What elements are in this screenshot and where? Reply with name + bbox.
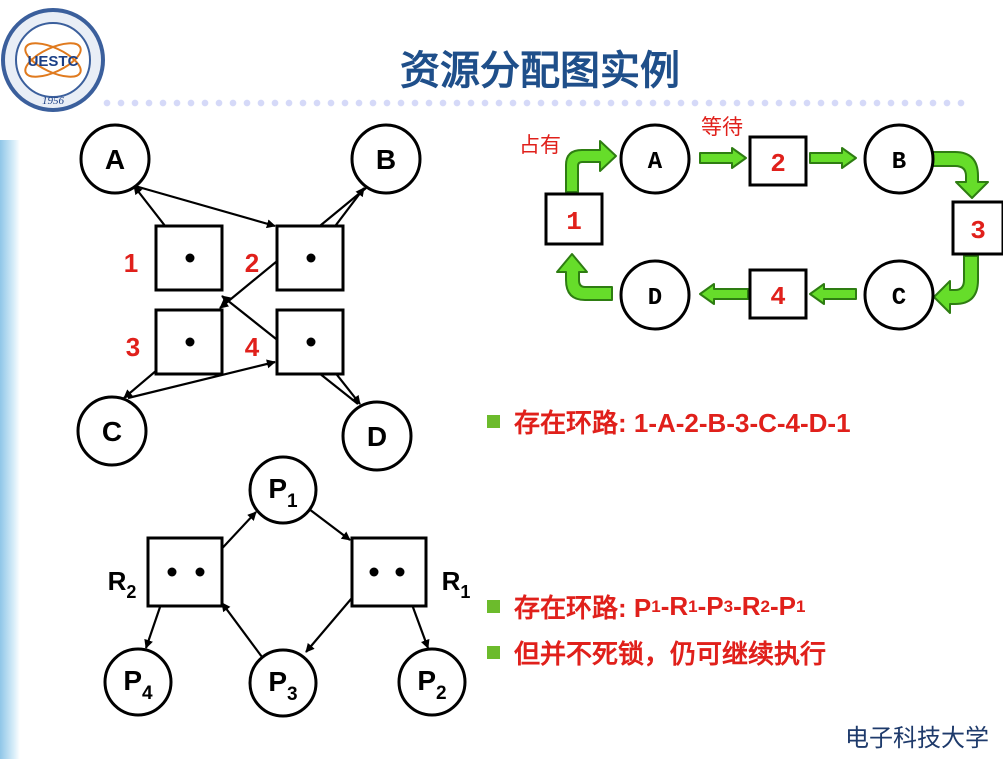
cycle-resource-2 [748, 135, 808, 187]
resource-label-r1: R1 [442, 566, 471, 602]
svg-text:UESTC: UESTC [28, 53, 79, 70]
process-label-D: D [367, 421, 387, 452]
cycle-resource-3 [951, 200, 1003, 256]
label-hold: 占有 [519, 134, 561, 157]
cycle-resource-label-2: 2 [770, 149, 786, 179]
wait-arrow-a-to-2 [699, 147, 747, 169]
resource-instance-dot [395, 567, 405, 577]
process-node-p2 [397, 647, 467, 717]
resource-label-1: 1 [124, 248, 138, 278]
note-line: 但并不死锁，仍可继续执行 [487, 634, 826, 671]
resource-label-2: 2 [245, 248, 259, 278]
resource-instance-dot [185, 253, 195, 263]
resource-instance-dot [185, 337, 195, 347]
resource-instance-dot [369, 567, 379, 577]
svg-text:1956: 1956 [42, 95, 65, 107]
resource-instance-dot [306, 253, 316, 263]
hold-arrow-4-to-c [809, 283, 857, 305]
cycle-resource-label-4: 4 [770, 282, 786, 312]
note-text: -R [733, 591, 761, 621]
hold-arrow-1-to-a [565, 140, 617, 193]
resource-box-r2 [146, 536, 224, 608]
page-title: 资源分配图实例 [400, 49, 680, 93]
note-subscript: 1 [795, 596, 806, 616]
note-text: -R [660, 591, 689, 621]
footer-text: 电子科技大学 [845, 725, 989, 752]
left-decor-band [0, 140, 20, 759]
process-label-p1: P1 [268, 473, 298, 512]
cycle-resource-1 [544, 192, 604, 246]
process-node-D [341, 400, 413, 472]
bullet-marker [487, 415, 500, 428]
resource-label-4: 4 [245, 332, 260, 362]
wait-arrow-d-to-4 [699, 283, 749, 305]
note-subscript: 3 [723, 596, 734, 616]
wait-arrow-d-to-1 [556, 253, 613, 301]
hold-arrow-2-to-b [809, 147, 857, 169]
process-node-C [76, 395, 148, 467]
dotted-divider [100, 96, 968, 110]
resource-instance-dot [167, 567, 177, 577]
resource-instance-dot [195, 567, 205, 577]
note-line: 存在环路: 1-A-2-B-3-C-4-D-1 [487, 403, 851, 440]
cycle-process-label-A: A [648, 149, 663, 176]
hold-arrow-3-to-c [933, 255, 979, 314]
process-label-p2: P2 [417, 665, 446, 704]
cycle-process-B [863, 123, 935, 195]
edge-p1-to-r1 [308, 508, 351, 541]
bullet-marker [487, 646, 500, 659]
cycle-process-label-C: C [892, 285, 906, 312]
process-label-p3: P3 [268, 666, 297, 705]
cycle-process-D [619, 259, 691, 331]
bullet-marker [487, 600, 500, 613]
resource-box-r1 [350, 536, 428, 608]
note-text: -P [769, 591, 796, 621]
edge-a-to-r2 [134, 184, 276, 229]
process-node-A [79, 123, 151, 195]
note-text: 但并不死锁，仍可继续执行 [514, 639, 827, 669]
cycle-resource-label-3: 3 [970, 216, 986, 246]
note-text: -P [697, 591, 724, 621]
wait-arrow-b-to-3 [931, 151, 989, 199]
note-text: 存在环路: P [514, 593, 652, 623]
process-label-B: B [376, 144, 396, 175]
cycle-resource-label-1: 1 [566, 207, 582, 237]
process-node-p1 [248, 455, 318, 525]
resource-box-3 [154, 308, 224, 376]
resource-label-3: 3 [126, 332, 140, 362]
process-label-C: C [102, 416, 122, 447]
uestc-logo: UESTC 1956 [1, 8, 105, 112]
label-wait: 等待 [701, 116, 743, 139]
process-node-p3 [248, 648, 318, 718]
note-subscript: 1 [688, 596, 698, 616]
cycle-process-label-B: B [892, 149, 906, 176]
resource-instance-dot [306, 337, 316, 347]
note-subscript: 1 [651, 596, 661, 616]
cycle-process-A [619, 123, 691, 195]
cycle-resource-4 [748, 268, 808, 320]
process-node-p4 [103, 647, 173, 717]
cycle-process-label-D: D [648, 285, 662, 312]
process-node-B [350, 123, 422, 195]
cycle-process-C [863, 259, 935, 331]
resource-label-r2: R2 [108, 566, 137, 602]
edge-c-to-r4 [127, 359, 276, 400]
note-text: 存在环路: 1-A-2-B-3-C-4-D-1 [514, 408, 851, 438]
process-label-p4: P4 [123, 665, 153, 704]
note-subscript: 2 [760, 596, 770, 616]
process-label-A: A [105, 144, 125, 175]
edge-p3-to-r2 [221, 602, 263, 658]
